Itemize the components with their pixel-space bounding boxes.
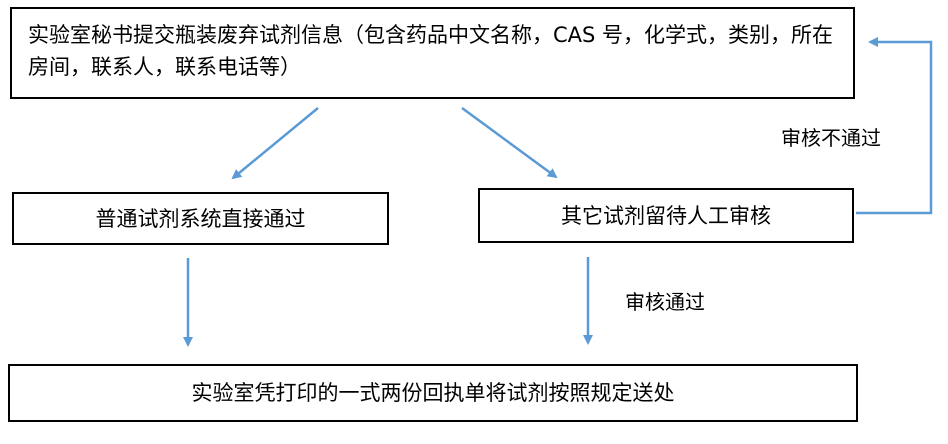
- approve-label: 审核通过: [625, 290, 705, 314]
- submit-info-text: 实验室秘书提交瓶装废弃试剂信息（包含药品中文名称，CAS 号，化学式，类别，所在…: [28, 23, 834, 79]
- arrow-other-back-to-submit: [856, 37, 933, 215]
- normal-reagent-text: 普通试剂系统直接通过: [95, 206, 306, 231]
- print-receipt-text: 实验室凭打印的一式两份回执单将试剂按照规定送处: [191, 381, 675, 405]
- manual-review-box: 其它试剂留待人工审核: [478, 188, 854, 243]
- normal-reagent-box: 普通试剂系统直接通过: [12, 192, 389, 245]
- arrow-submit-to-other: [461, 106, 558, 179]
- print-receipt-box: 实验室凭打印的一式两份回执单将试剂按照规定送处: [8, 364, 858, 422]
- submit-info-box: 实验室秘书提交瓶装废弃试剂信息（包含药品中文名称，CAS 号，化学式，类别，所在…: [10, 7, 855, 99]
- arrow-submit-to-normal: [231, 107, 319, 180]
- manual-review-text: 其它试剂留待人工审核: [561, 203, 771, 228]
- reject-label: 审核不通过: [781, 126, 881, 150]
